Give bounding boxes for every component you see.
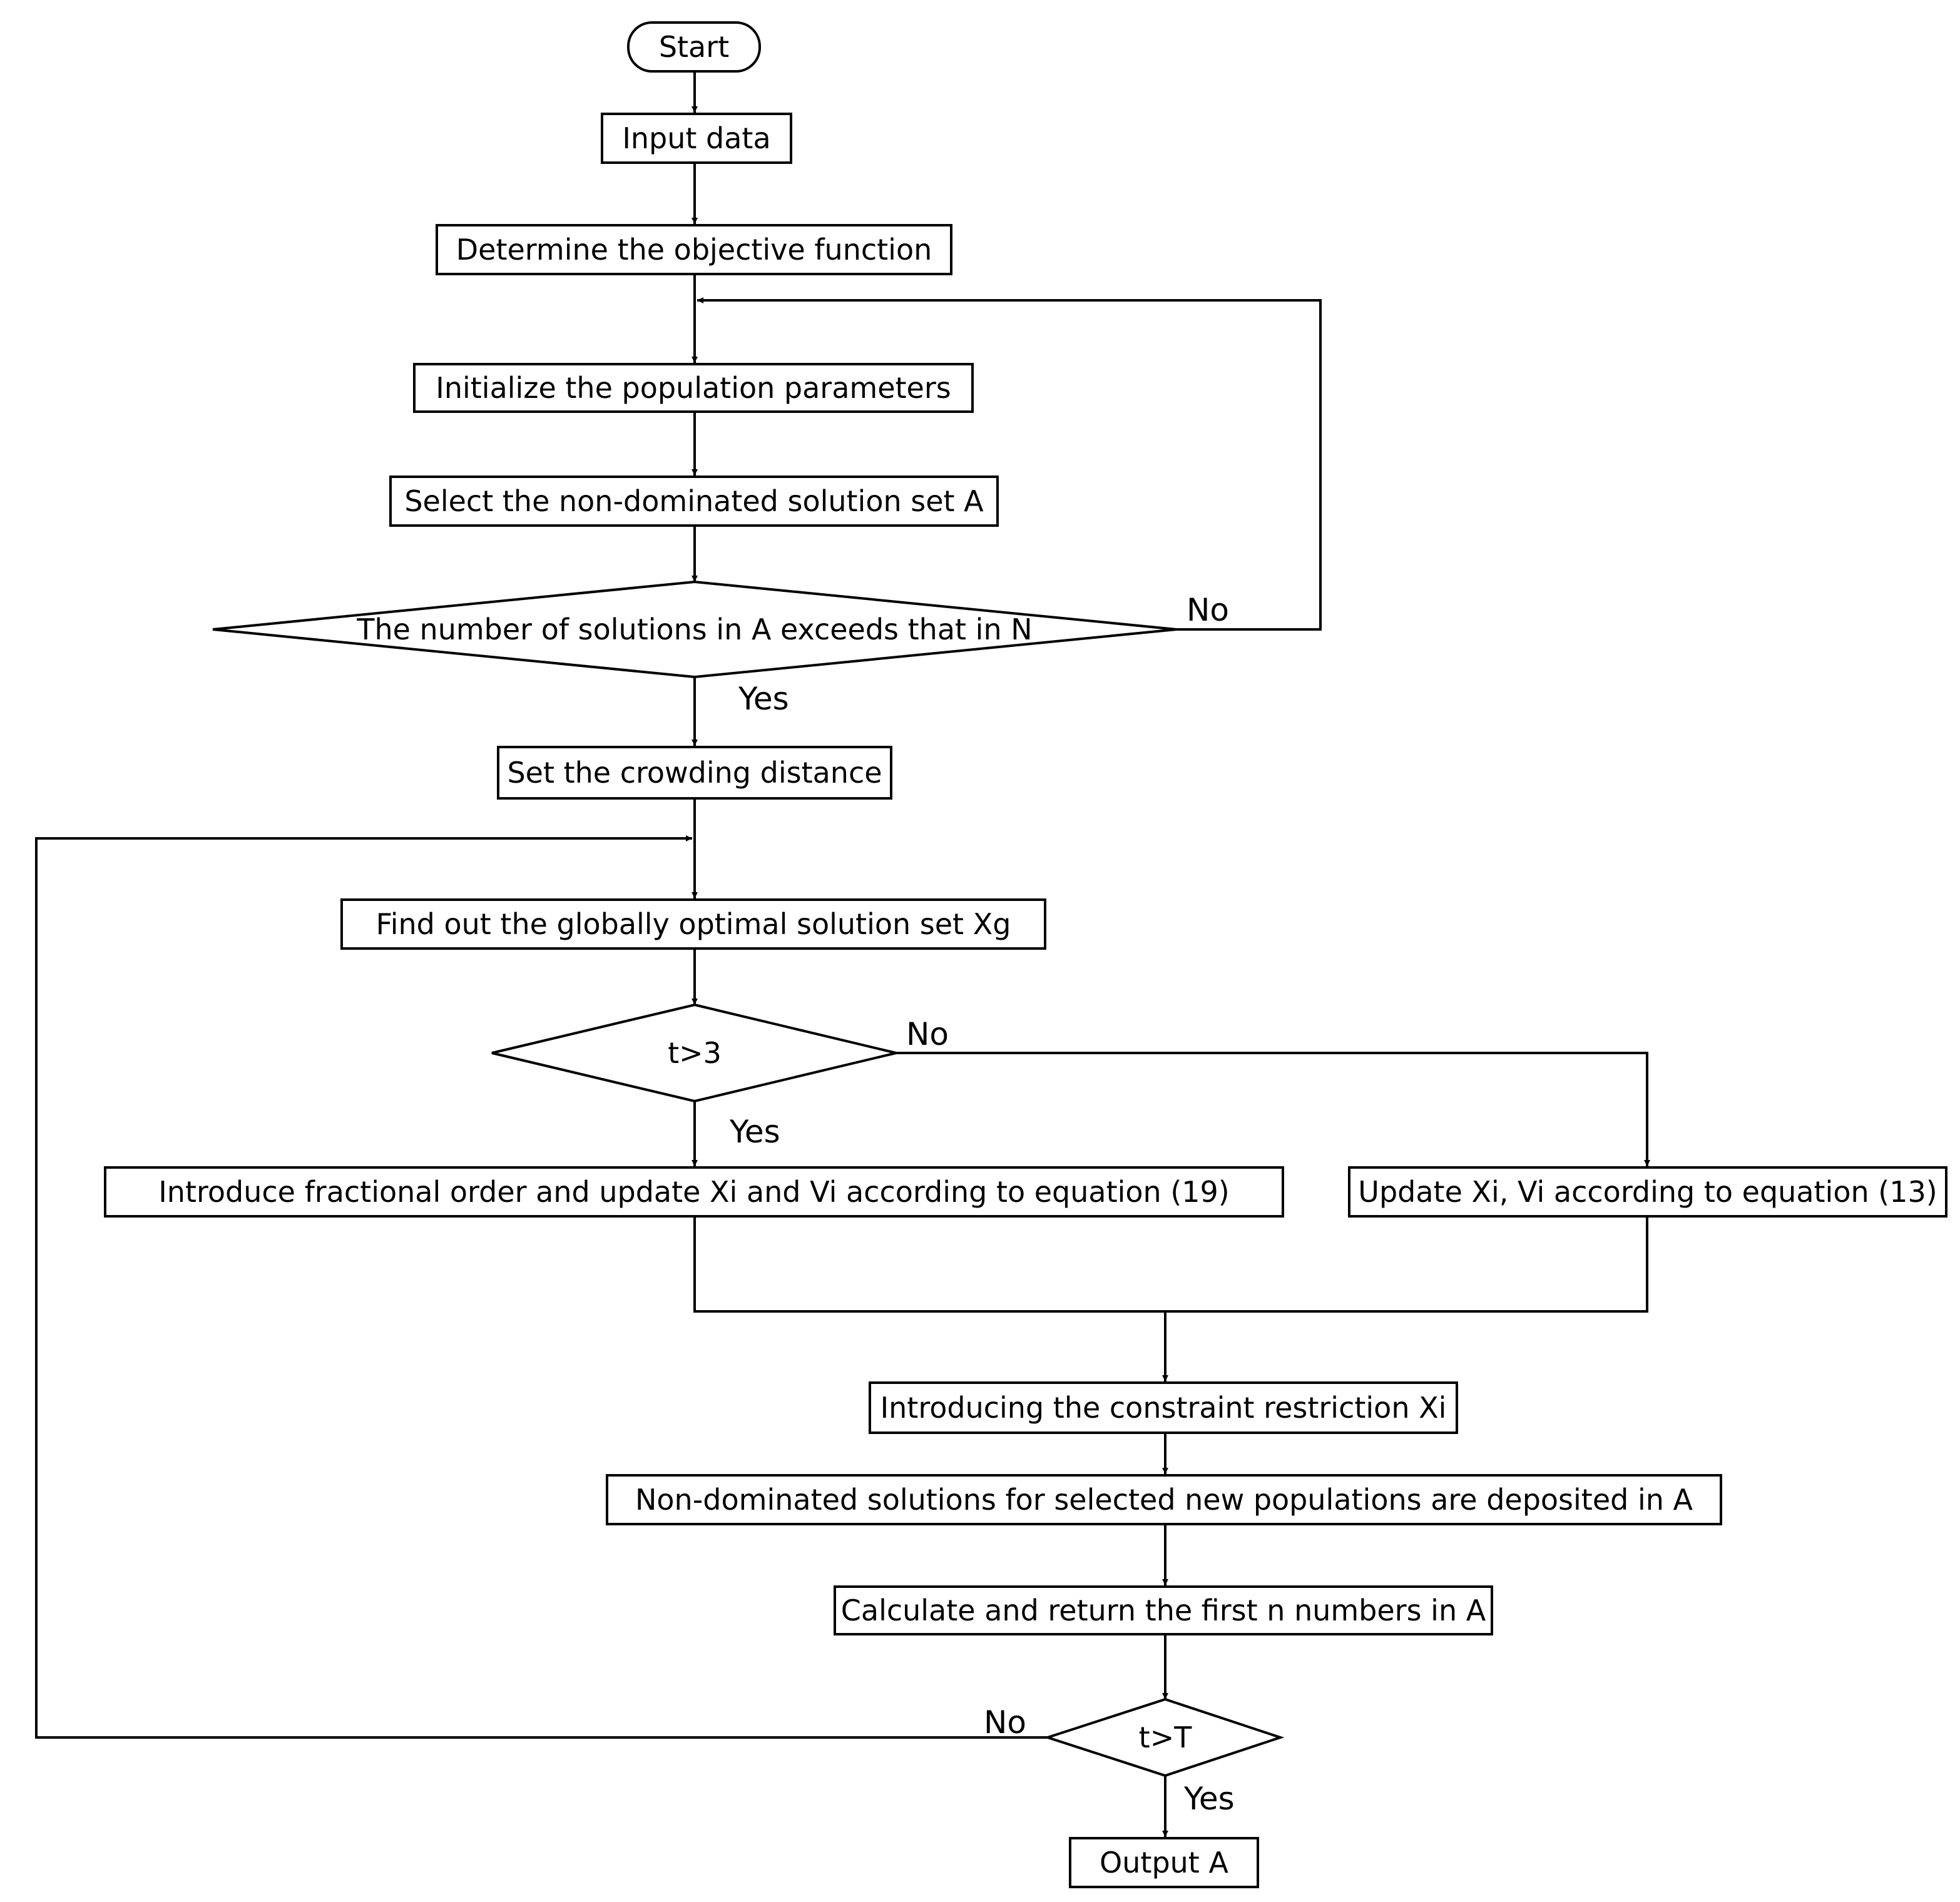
input-data-box: Input data: [601, 113, 792, 164]
crowding-distance-label: Set the crowding distance: [507, 756, 882, 790]
decision-count-label: The number of solutions in A exceeds tha…: [357, 613, 1033, 646]
output-label: Output A: [1100, 1846, 1228, 1879]
objective-function-box: Determine the objective function: [436, 224, 952, 275]
deposit-label: Non-dominated solutions for selected new…: [635, 1483, 1693, 1517]
crowding-distance-box: Set the crowding distance: [497, 746, 892, 800]
loop-no-tT: [35, 835, 1048, 1739]
constraint-label: Introducing the constraint restriction X…: [880, 1391, 1447, 1425]
start-label: Start: [658, 30, 730, 64]
calculate-label: Calculate and return the first n numbers…: [840, 1594, 1486, 1627]
select-nondominated-label: Select the non-dominated solution set A: [404, 484, 984, 518]
no-label-count: No: [1187, 592, 1229, 628]
decision-t3-label: t>3: [668, 1036, 722, 1070]
fractional-update-label: Introduce fractional order and update Xi…: [158, 1175, 1230, 1209]
start-terminal: Start: [627, 21, 761, 73]
yes-label-tT: Yes: [1184, 1781, 1235, 1817]
update-eq13-box: Update Xi, Vi according to equation (13): [1348, 1166, 1947, 1218]
init-population-label: Initialize the population parameters: [436, 371, 951, 405]
objective-function-label: Determine the objective function: [456, 233, 932, 267]
branch-no-t3: [896, 1052, 1650, 1166]
no-label-t3: No: [906, 1016, 949, 1052]
input-data-label: Input data: [622, 121, 771, 155]
merge-left: [693, 1218, 1648, 1313]
constraint-box: Introducing the constraint restriction X…: [869, 1381, 1458, 1434]
find-global-label: Find out the globally optimal solution s…: [375, 907, 1011, 941]
select-nondominated-box: Select the non-dominated solution set A: [389, 476, 999, 527]
loop-no-count: [697, 297, 1322, 631]
yes-label-count: Yes: [738, 681, 789, 717]
output-box: Output A: [1069, 1837, 1259, 1888]
init-population-box: Initialize the population parameters: [413, 363, 974, 413]
yes-label-t3: Yes: [730, 1114, 780, 1150]
update-eq13-label: Update Xi, Vi according to equation (13): [1358, 1175, 1937, 1209]
fractional-update-box: Introduce fractional order and update Xi…: [104, 1166, 1284, 1218]
find-global-box: Find out the globally optimal solution s…: [340, 898, 1046, 950]
no-label-tT: No: [984, 1704, 1026, 1741]
decision-tT-label: t>T: [1138, 1721, 1192, 1754]
calculate-box: Calculate and return the first n numbers…: [834, 1585, 1493, 1635]
deposit-box: Non-dominated solutions for selected new…: [606, 1474, 1722, 1525]
